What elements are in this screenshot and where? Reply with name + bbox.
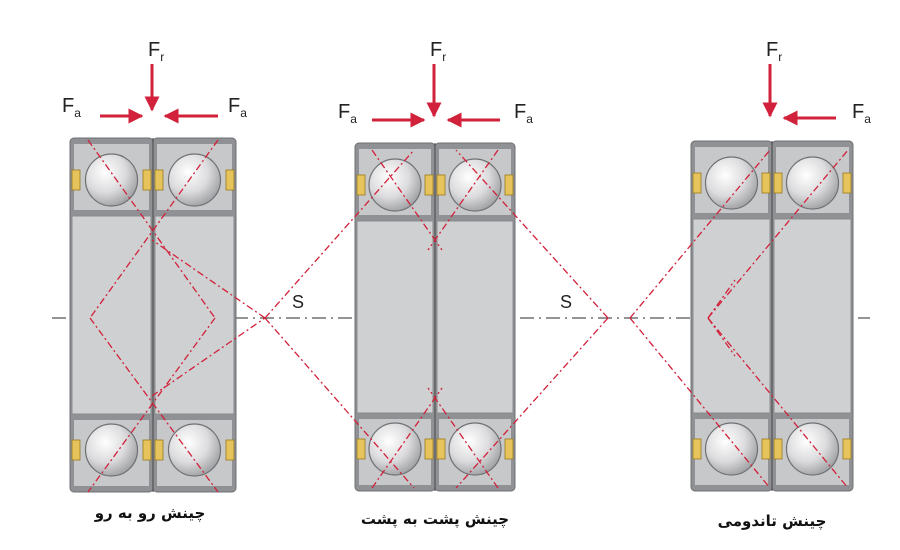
axial-load-right-label-2: Fa	[514, 101, 533, 126]
bearing-bore	[436, 220, 514, 414]
bearing-3-left	[690, 140, 773, 492]
load-arrows-layer	[100, 64, 836, 128]
pressure-center-label-left: S	[292, 292, 304, 312]
rolling-ball	[167, 423, 222, 477]
cage-right	[424, 438, 434, 460]
rolling-ball	[448, 158, 502, 212]
bearing-bore	[692, 218, 771, 414]
cage-left	[436, 174, 446, 196]
contact-line	[87, 317, 216, 493]
cage-right	[424, 174, 434, 196]
rolling-ball	[368, 158, 422, 212]
cage-left	[71, 439, 81, 461]
radial-load-label-2: Fr	[430, 39, 446, 64]
contact-line	[629, 149, 771, 319]
bearing-bore	[154, 215, 235, 415]
cage-left	[356, 174, 366, 196]
contact-line	[427, 387, 499, 489]
bearing-1-right	[152, 137, 237, 493]
axial-load-right-label-1: Fa	[228, 95, 247, 120]
cage-left	[154, 169, 164, 191]
bearing-2-right	[434, 142, 516, 492]
cage-right	[761, 172, 771, 194]
rolling-ball	[704, 422, 759, 476]
cage-right	[842, 438, 852, 460]
radial-load-label-1: Fr	[148, 39, 164, 64]
contact-line	[707, 149, 849, 319]
cage-left	[154, 439, 164, 461]
radial-load-label-3: Fr	[766, 39, 782, 64]
axial-load-right-label-3: Fa	[852, 101, 871, 126]
bearing-3-right	[771, 140, 854, 492]
caption-back-to-back: چینش پشت به پشت	[360, 510, 510, 528]
contact-line	[89, 317, 219, 493]
contact-line	[707, 317, 849, 489]
cage-left	[773, 172, 783, 194]
contact-line	[427, 149, 499, 251]
cage-left	[692, 438, 702, 460]
cage-left	[773, 438, 783, 460]
bearing-2-left	[354, 142, 436, 492]
cage-right	[504, 438, 514, 460]
cage-right	[842, 172, 852, 194]
contact-line	[371, 149, 443, 251]
pressure-center-label-right: S	[560, 292, 572, 312]
bearings-layer	[69, 137, 854, 493]
contact-line	[89, 139, 219, 319]
cage-left	[436, 438, 446, 460]
bearing-bore	[71, 215, 152, 415]
cage-right	[142, 169, 152, 191]
axial-load-left-label-2: Fa	[338, 101, 357, 126]
cage-right	[504, 174, 514, 196]
rolling-ball	[84, 423, 139, 477]
contact-line	[87, 139, 216, 319]
cage-left	[692, 172, 702, 194]
bearing-bore	[356, 220, 434, 414]
bearing-1-left	[69, 137, 154, 493]
caption-face-to-face: چینش رو به رو	[94, 504, 206, 522]
rolling-ball	[785, 156, 840, 210]
bearing-bore	[773, 218, 852, 414]
contact-line	[371, 387, 443, 489]
cage-right	[761, 438, 771, 460]
caption-tandem: چینش تاندومی	[717, 512, 827, 530]
contact-line	[629, 317, 771, 489]
cage-right	[225, 169, 235, 191]
rolling-ball	[167, 153, 222, 207]
cage-left	[356, 438, 366, 460]
contact-lines-layer	[87, 139, 849, 493]
rolling-ball	[704, 156, 759, 210]
axial-load-left-label-1: Fa	[62, 95, 81, 120]
rolling-ball	[785, 422, 840, 476]
cage-right	[225, 439, 235, 461]
contact-line	[455, 317, 609, 489]
cage-right	[142, 439, 152, 461]
rolling-ball	[84, 153, 139, 207]
cage-left	[71, 169, 81, 191]
